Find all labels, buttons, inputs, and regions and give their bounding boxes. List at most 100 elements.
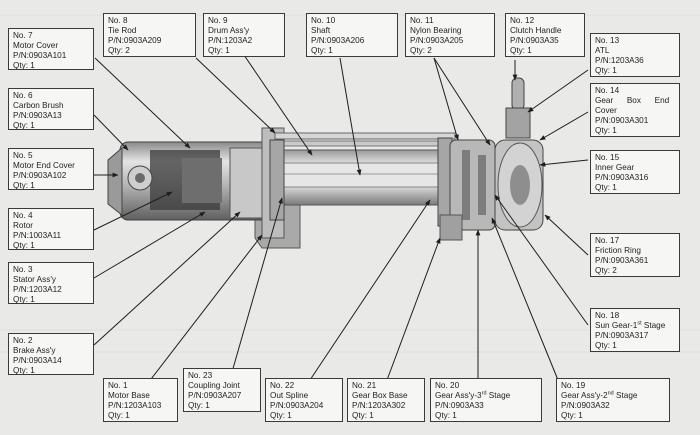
leader-no8 bbox=[195, 57, 276, 134]
part-qty: Qty: 2 bbox=[595, 266, 617, 275]
part-number: No. 1 bbox=[108, 381, 128, 390]
part-pn: P/N:0903A206 bbox=[311, 36, 365, 45]
leader-no10 bbox=[339, 57, 362, 176]
label-no21: No. 21 Gear Box Base P/N:1203A302 Qty: 1 bbox=[347, 378, 425, 422]
leader-no18 bbox=[494, 194, 589, 326]
part-name: Gear Ass'y-3rd Stage bbox=[435, 390, 511, 400]
part-pn: P/N:0903A205 bbox=[410, 36, 464, 45]
part-name: Coupling Joint bbox=[188, 381, 240, 390]
part-number: No. 7 bbox=[13, 31, 33, 40]
part-number: No. 4 bbox=[13, 211, 33, 220]
label-no23: No. 23 Coupling Joint P/N:0903A207 Qty: … bbox=[183, 368, 261, 412]
part-number: No. 13 bbox=[595, 36, 620, 45]
label-no4: No. 4 Rotor P/N:1003A11 Qty: 1 bbox=[8, 208, 94, 250]
part-qty: Qty: 1 bbox=[13, 121, 35, 130]
leader-no22 bbox=[309, 199, 431, 381]
leader-no14 bbox=[539, 111, 589, 141]
part-qty: Qty: 1 bbox=[311, 46, 333, 55]
label-no11: No. 11 Nylon Bearing P/N:0903A205 Qty: 2 bbox=[405, 13, 495, 57]
part-qty: Qty: 1 bbox=[595, 126, 617, 135]
part-pn: P/N:1203A302 bbox=[352, 401, 406, 410]
clutch-handle-shape bbox=[511, 77, 525, 111]
part-pn: P/N:0903A101 bbox=[13, 51, 67, 60]
part-name: Rotor bbox=[13, 221, 34, 230]
part-qty: Qty: 1 bbox=[435, 411, 457, 420]
part-qty: Qty: 1 bbox=[595, 183, 617, 192]
part-number: No. 5 bbox=[13, 151, 33, 160]
label-no12: No. 12 Clutch Handle P/N:0903A35 Qty: 1 bbox=[505, 13, 585, 57]
part-name: Drum Ass'y bbox=[208, 26, 250, 35]
part-number: No. 17 bbox=[595, 236, 620, 245]
leader-no7 bbox=[94, 57, 191, 149]
part-name: Motor Base bbox=[108, 391, 150, 400]
label-no18: No. 18 Sun Gear-1st Stage P/N:0903A317 Q… bbox=[590, 308, 680, 352]
label-no6: No. 6 Carbon Brush P/N:0903A13 Qty: 1 bbox=[8, 88, 94, 130]
part-qty: Qty: 1 bbox=[595, 341, 617, 350]
label-no1: No. 1 Motor Base P/N:1203A103 Qty: 1 bbox=[103, 378, 178, 422]
part-name: ATL bbox=[595, 46, 610, 55]
part-name: Carbon Brush bbox=[13, 101, 64, 110]
part-qty: Qty: 1 bbox=[13, 181, 35, 190]
part-name: Clutch Handle bbox=[510, 26, 562, 35]
part-qty: Qty: 1 bbox=[13, 366, 35, 375]
part-number: No. 8 bbox=[108, 16, 128, 25]
part-qty: Qty: 1 bbox=[352, 411, 374, 420]
label-no10: No. 10 Shaft P/N:0903A206 Qty: 1 bbox=[306, 13, 398, 57]
part-pn: P/N:0903A361 bbox=[595, 256, 649, 265]
tie-rod-shape bbox=[274, 132, 456, 140]
label-no8: No. 8 Tie Rod P/N:0903A209 Qty: 2 bbox=[103, 13, 196, 57]
leader-no6 bbox=[93, 114, 129, 151]
label-no17: No. 17 Friction Ring P/N:0903A361 Qty: 2 bbox=[590, 233, 680, 277]
part-name: Gear Ass'y-2nd Stage bbox=[561, 390, 638, 400]
part-name: Shaft bbox=[311, 26, 331, 35]
part-pn: P/N:0903A207 bbox=[188, 391, 242, 400]
part-pn: P/N:1203A2 bbox=[208, 36, 253, 45]
part-name: Gear Box End bbox=[595, 96, 670, 105]
part-number: No. 22 bbox=[270, 381, 295, 390]
part-pn: P/N:0903A204 bbox=[270, 401, 324, 410]
part-name: Motor Cover bbox=[13, 41, 59, 50]
part-number: No. 18 bbox=[595, 311, 620, 320]
part-name: Brake Ass'y bbox=[13, 346, 56, 355]
part-qty: Qty: 1 bbox=[595, 66, 617, 75]
leader-no9 bbox=[243, 54, 313, 156]
label-no15: No. 15 Inner Gear P/N:0903A316 Qty: 1 bbox=[590, 150, 680, 194]
part-number: No. 10 bbox=[311, 16, 336, 25]
part-number: No. 14 bbox=[595, 86, 620, 95]
part-pn: P/N:0903A209 bbox=[108, 36, 162, 45]
part-pn: P/N:1203A12 bbox=[13, 285, 62, 294]
part-qty: Qty: 1 bbox=[13, 295, 35, 304]
part-pn: P/N:1003A11 bbox=[13, 231, 62, 240]
label-no7: No. 7 Motor Cover P/N:0903A101 Qty: 1 bbox=[8, 28, 94, 70]
part-number: No. 12 bbox=[510, 16, 535, 25]
leader-no17 bbox=[544, 214, 589, 256]
part-number: No. 6 bbox=[13, 91, 33, 100]
label-no9: No. 9 Drum Ass'y P/N:1203A2 Qty: 1 bbox=[203, 13, 285, 57]
part-pn: P/N:0903A35 bbox=[510, 36, 559, 45]
part-pn: P/N:0903A13 bbox=[13, 111, 62, 120]
part-qty: Qty: 1 bbox=[13, 241, 35, 250]
part-pn: P/N:0903A14 bbox=[13, 356, 62, 365]
leader-no2 bbox=[93, 211, 241, 346]
part-number: No. 2 bbox=[13, 336, 33, 345]
winch-illustration bbox=[107, 77, 544, 249]
label-no22: No. 22 Out Spline P/N:0903A204 Qty: 1 bbox=[265, 378, 343, 422]
part-qty: Qty: 1 bbox=[270, 411, 292, 420]
part-pn: P/N:0903A32 bbox=[561, 401, 610, 410]
part-name: Nylon Bearing bbox=[410, 26, 462, 35]
part-name: Out Spline bbox=[270, 391, 309, 400]
part-pn: P/N:1203A36 bbox=[595, 56, 644, 65]
motor-end-cap-shape bbox=[107, 146, 123, 217]
leader-no23 bbox=[231, 197, 283, 373]
part-pn: P/N:0903A33 bbox=[435, 401, 484, 410]
label-no5: No. 5 Motor End Cover P/N:0903A102 Qty: … bbox=[8, 148, 94, 190]
part-pn: P/N:0903A301 bbox=[595, 116, 649, 125]
leader-no21 bbox=[386, 237, 441, 381]
part-qty: Qty: 2 bbox=[410, 46, 432, 55]
leader-no13 bbox=[527, 69, 589, 113]
leader-no4 bbox=[93, 191, 173, 231]
part-name: Inner Gear bbox=[595, 163, 635, 172]
leader-no3 bbox=[93, 211, 206, 279]
